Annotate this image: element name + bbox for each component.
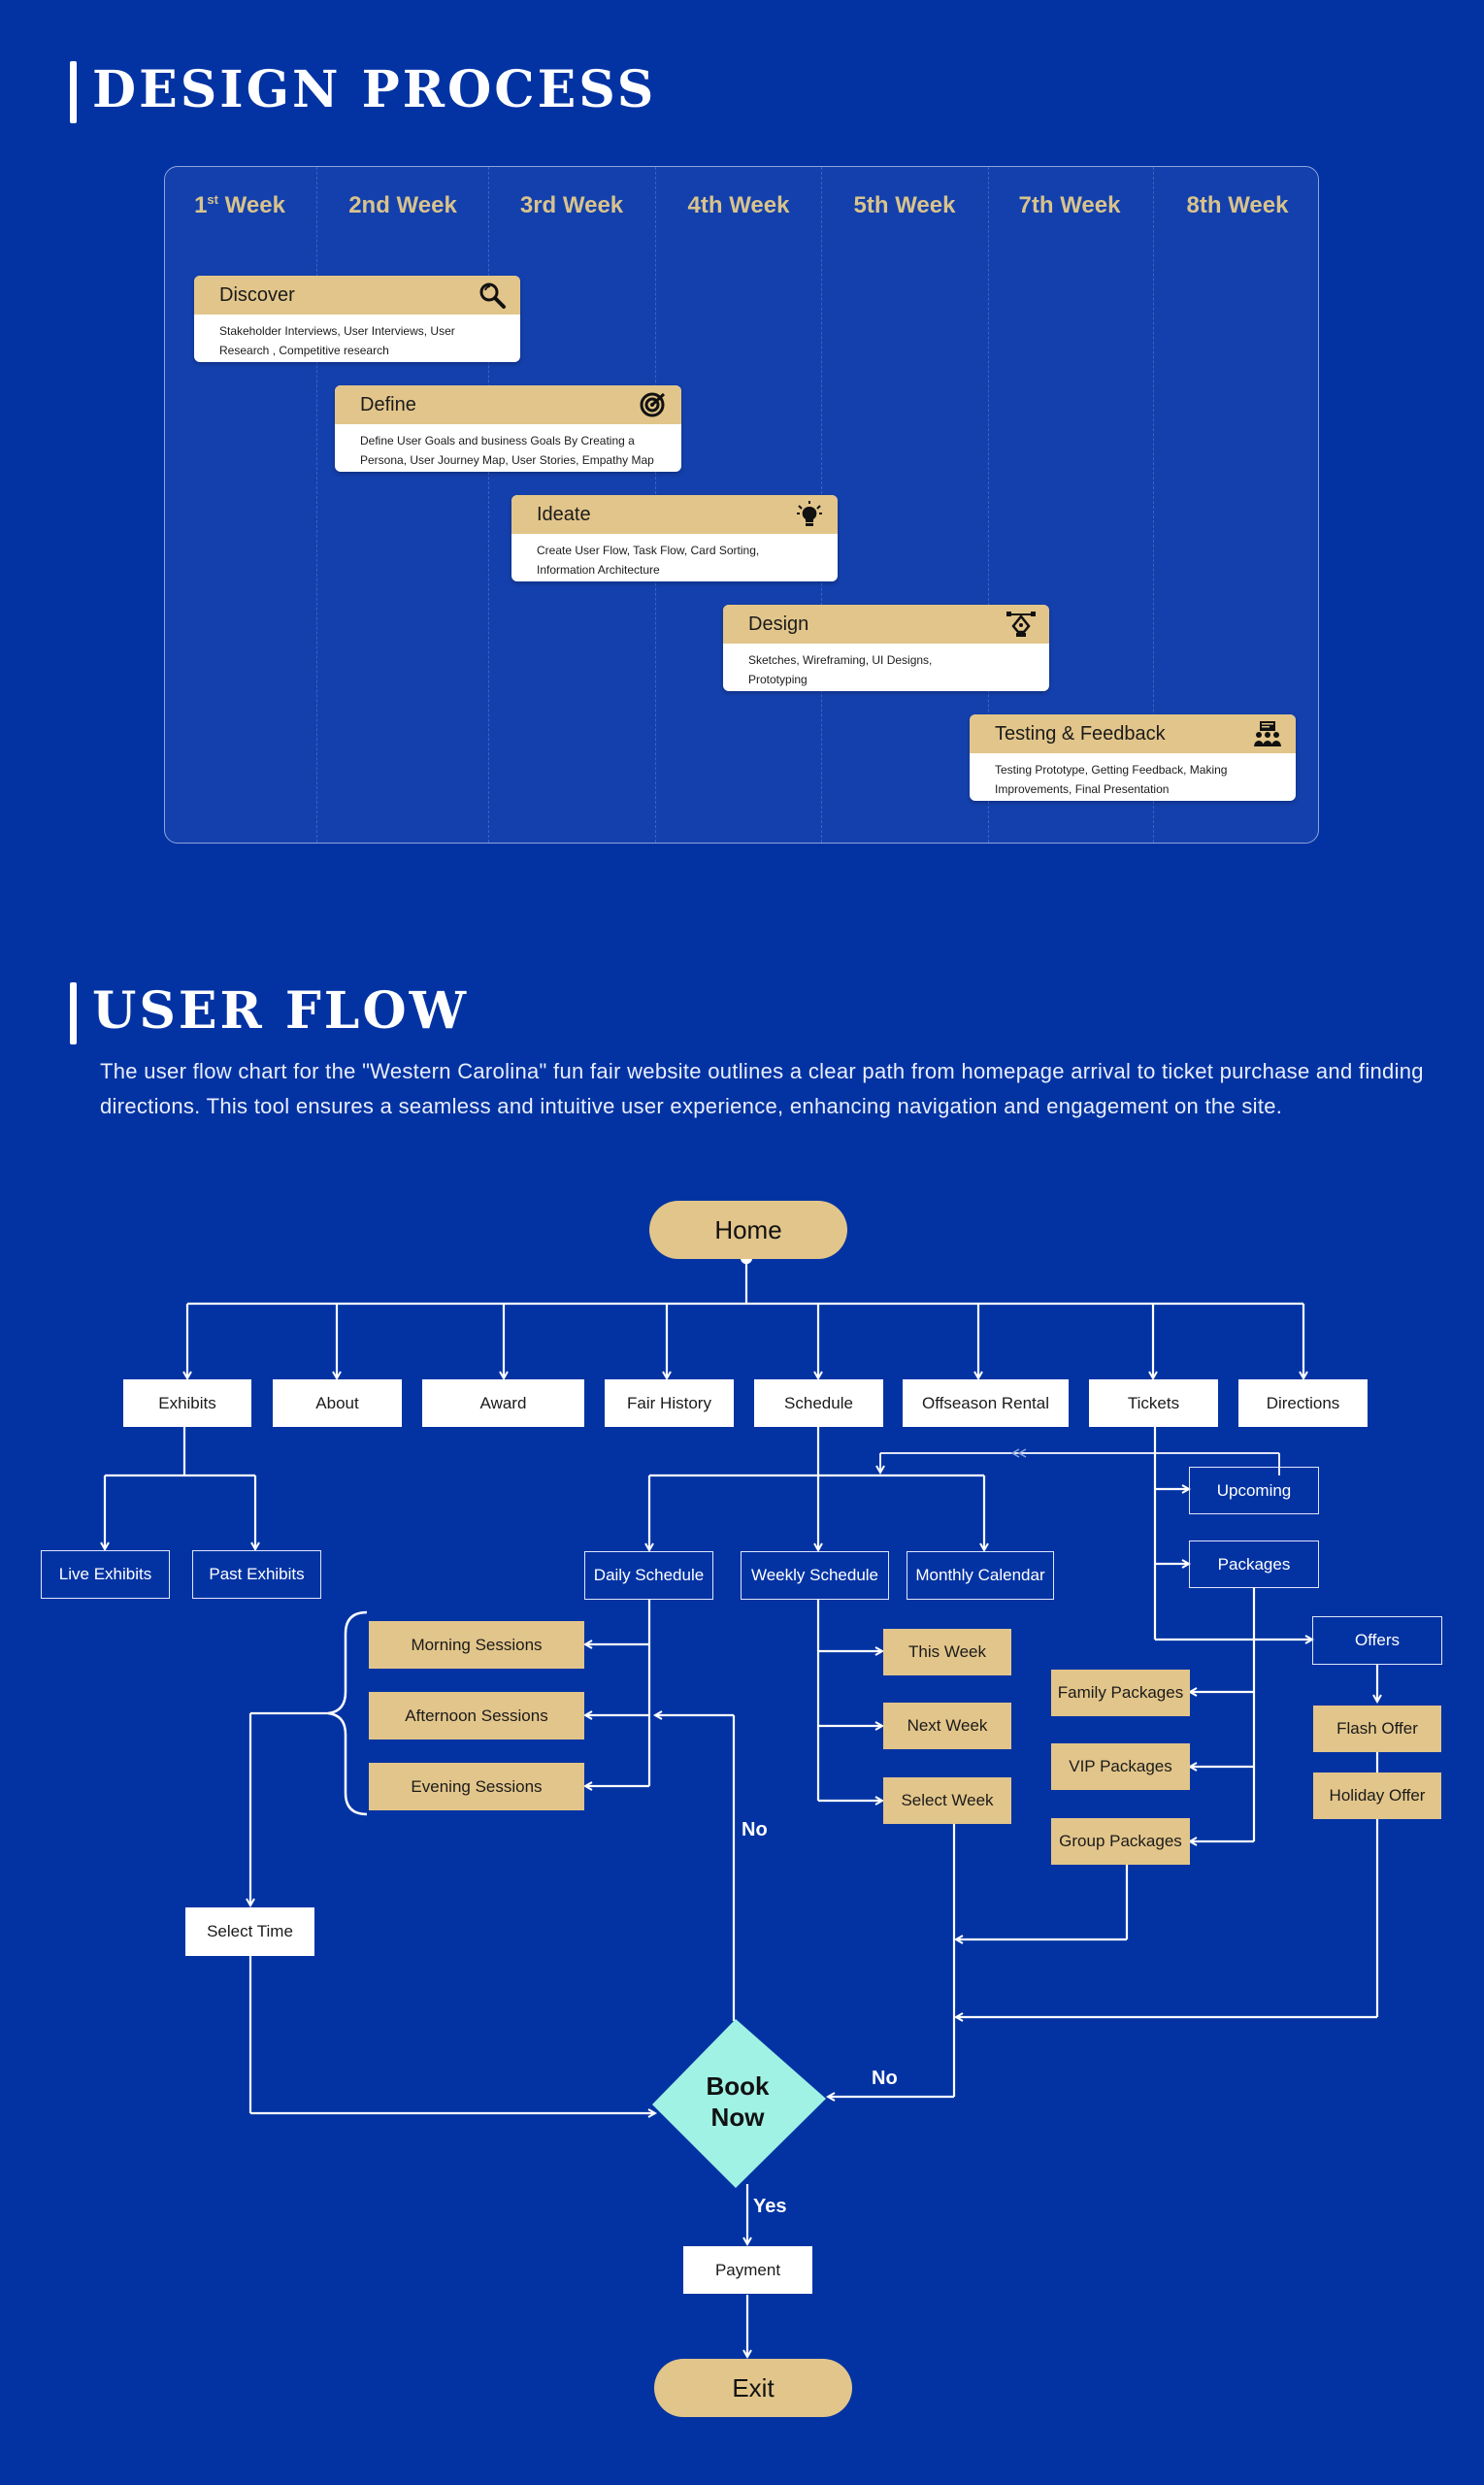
this-week-node[interactable]: This Week — [883, 1629, 1011, 1675]
yes-label: Yes — [753, 2196, 787, 2217]
live-exhibits-node[interactable]: Live Exhibits — [41, 1550, 170, 1599]
flash-offer-node[interactable]: Flash Offer — [1313, 1706, 1441, 1752]
week-header: 3rd Week — [519, 192, 624, 218]
design-process-title: DESIGN PROCESS — [92, 60, 657, 119]
phase-card-design: Design Sketches, Wireframing, UI Designs… — [723, 605, 1049, 691]
no-label-left: No — [742, 1819, 768, 1840]
holiday-offer-node[interactable]: Holiday Offer — [1313, 1773, 1441, 1819]
evening-sessions-node[interactable]: Evening Sessions — [369, 1763, 584, 1810]
phase-description: Create User Flow, Task Flow, Card Sortin… — [537, 544, 760, 577]
phase-card-define: Define Define User Goals and business Go… — [335, 385, 681, 472]
magnifier-icon — [479, 282, 506, 309]
weekly-schedule-node[interactable]: Weekly Schedule — [741, 1551, 889, 1600]
home-node[interactable]: Home — [649, 1201, 847, 1259]
exit-node[interactable]: Exit — [654, 2359, 852, 2417]
about-node[interactable]: About — [273, 1379, 402, 1427]
users-board-icon — [1254, 721, 1281, 746]
directions-node[interactable]: Directions — [1238, 1379, 1368, 1427]
week-header: 4th Week — [687, 192, 790, 218]
phase-title: Testing & Feedback — [995, 723, 1166, 745]
monthly-calendar-node[interactable]: Monthly Calendar — [907, 1551, 1054, 1600]
award-node[interactable]: Award — [422, 1379, 584, 1427]
phase-title: Ideate — [537, 504, 591, 525]
user-flow-title: USER FLOW — [92, 981, 470, 1041]
section-accent-bar — [70, 982, 77, 1044]
phase-card-header: Testing & Feedback — [970, 714, 1296, 753]
packages-node[interactable]: Packages — [1189, 1541, 1319, 1588]
phase-title: Define — [360, 394, 416, 415]
offers-node[interactable]: Offers — [1312, 1616, 1442, 1665]
section-accent-bar — [70, 61, 77, 123]
pen-tool-icon — [1006, 612, 1036, 637]
family-packages-node[interactable]: Family Packages — [1051, 1670, 1190, 1716]
phase-card-header: Ideate — [511, 495, 838, 534]
phase-title: Discover — [219, 284, 295, 306]
payment-node[interactable]: Payment — [683, 2246, 812, 2294]
phase-card-header: Discover — [194, 276, 520, 315]
phase-card-header: Define — [335, 385, 681, 424]
next-week-node[interactable]: Next Week — [883, 1703, 1011, 1749]
book-now-line: Book — [706, 2071, 770, 2101]
week-divider — [316, 167, 317, 843]
target-icon — [640, 392, 666, 417]
week-divider — [1153, 167, 1154, 843]
select-time-node[interactable]: Select Time — [185, 1907, 314, 1956]
phase-card-header: Design — [723, 605, 1049, 644]
daily-schedule-node[interactable]: Daily Schedule — [584, 1551, 713, 1600]
week-header: 2nd Week — [348, 192, 457, 218]
lightbulb-icon — [797, 501, 822, 526]
phase-title: Design — [748, 613, 809, 635]
week-header: 5th Week — [853, 192, 956, 218]
past-exhibits-node[interactable]: Past Exhibits — [192, 1550, 321, 1599]
week-header: 8th Week — [1186, 192, 1289, 218]
no-label-right: No — [872, 2068, 898, 2089]
select-week-node[interactable]: Select Week — [883, 1777, 1011, 1824]
book-now-line: Now — [710, 2103, 765, 2132]
exhibits-node[interactable]: Exhibits — [123, 1379, 251, 1427]
schedule-node[interactable]: Schedule — [754, 1379, 883, 1427]
phase-card-testing: Testing & Feedback Testing Prototype, Ge… — [970, 714, 1296, 801]
vip-packages-node[interactable]: VIP Packages — [1051, 1743, 1190, 1790]
offseason-rental-node[interactable]: Offseason Rental — [903, 1379, 1069, 1427]
group-packages-node[interactable]: Group Packages — [1051, 1818, 1190, 1865]
fair-history-node[interactable]: Fair History — [605, 1379, 734, 1427]
book-now-diamond — [652, 2019, 826, 2188]
tickets-node[interactable]: Tickets — [1089, 1379, 1218, 1427]
user-flow-intro: The user flow chart for the "Western Car… — [100, 1059, 1424, 1118]
week-header: 1st Week — [194, 192, 285, 218]
phase-description: Testing Prototype, Getting Feedback, Mak… — [995, 763, 1228, 796]
phase-description: Define User Goals and business Goals By … — [360, 434, 654, 467]
week-header: 7th Week — [1018, 192, 1121, 218]
phase-card-ideate: Ideate Create User Flow, Task Flow, Card… — [511, 495, 838, 581]
afternoon-sessions-node[interactable]: Afternoon Sessions — [369, 1692, 584, 1740]
book-now-label[interactable]: Book Now — [679, 2066, 796, 2137]
week-divider — [488, 167, 489, 843]
phase-card-discover: Discover Stakeholder Interviews, User In… — [194, 276, 520, 362]
phase-description: Stakeholder Interviews, User Interviews,… — [219, 324, 455, 357]
week-divider — [988, 167, 989, 843]
upcoming-node[interactable]: Upcoming — [1189, 1467, 1319, 1514]
morning-sessions-node[interactable]: Morning Sessions — [369, 1621, 584, 1669]
phase-description: Sketches, Wireframing, UI Designs, Proto… — [748, 653, 933, 686]
